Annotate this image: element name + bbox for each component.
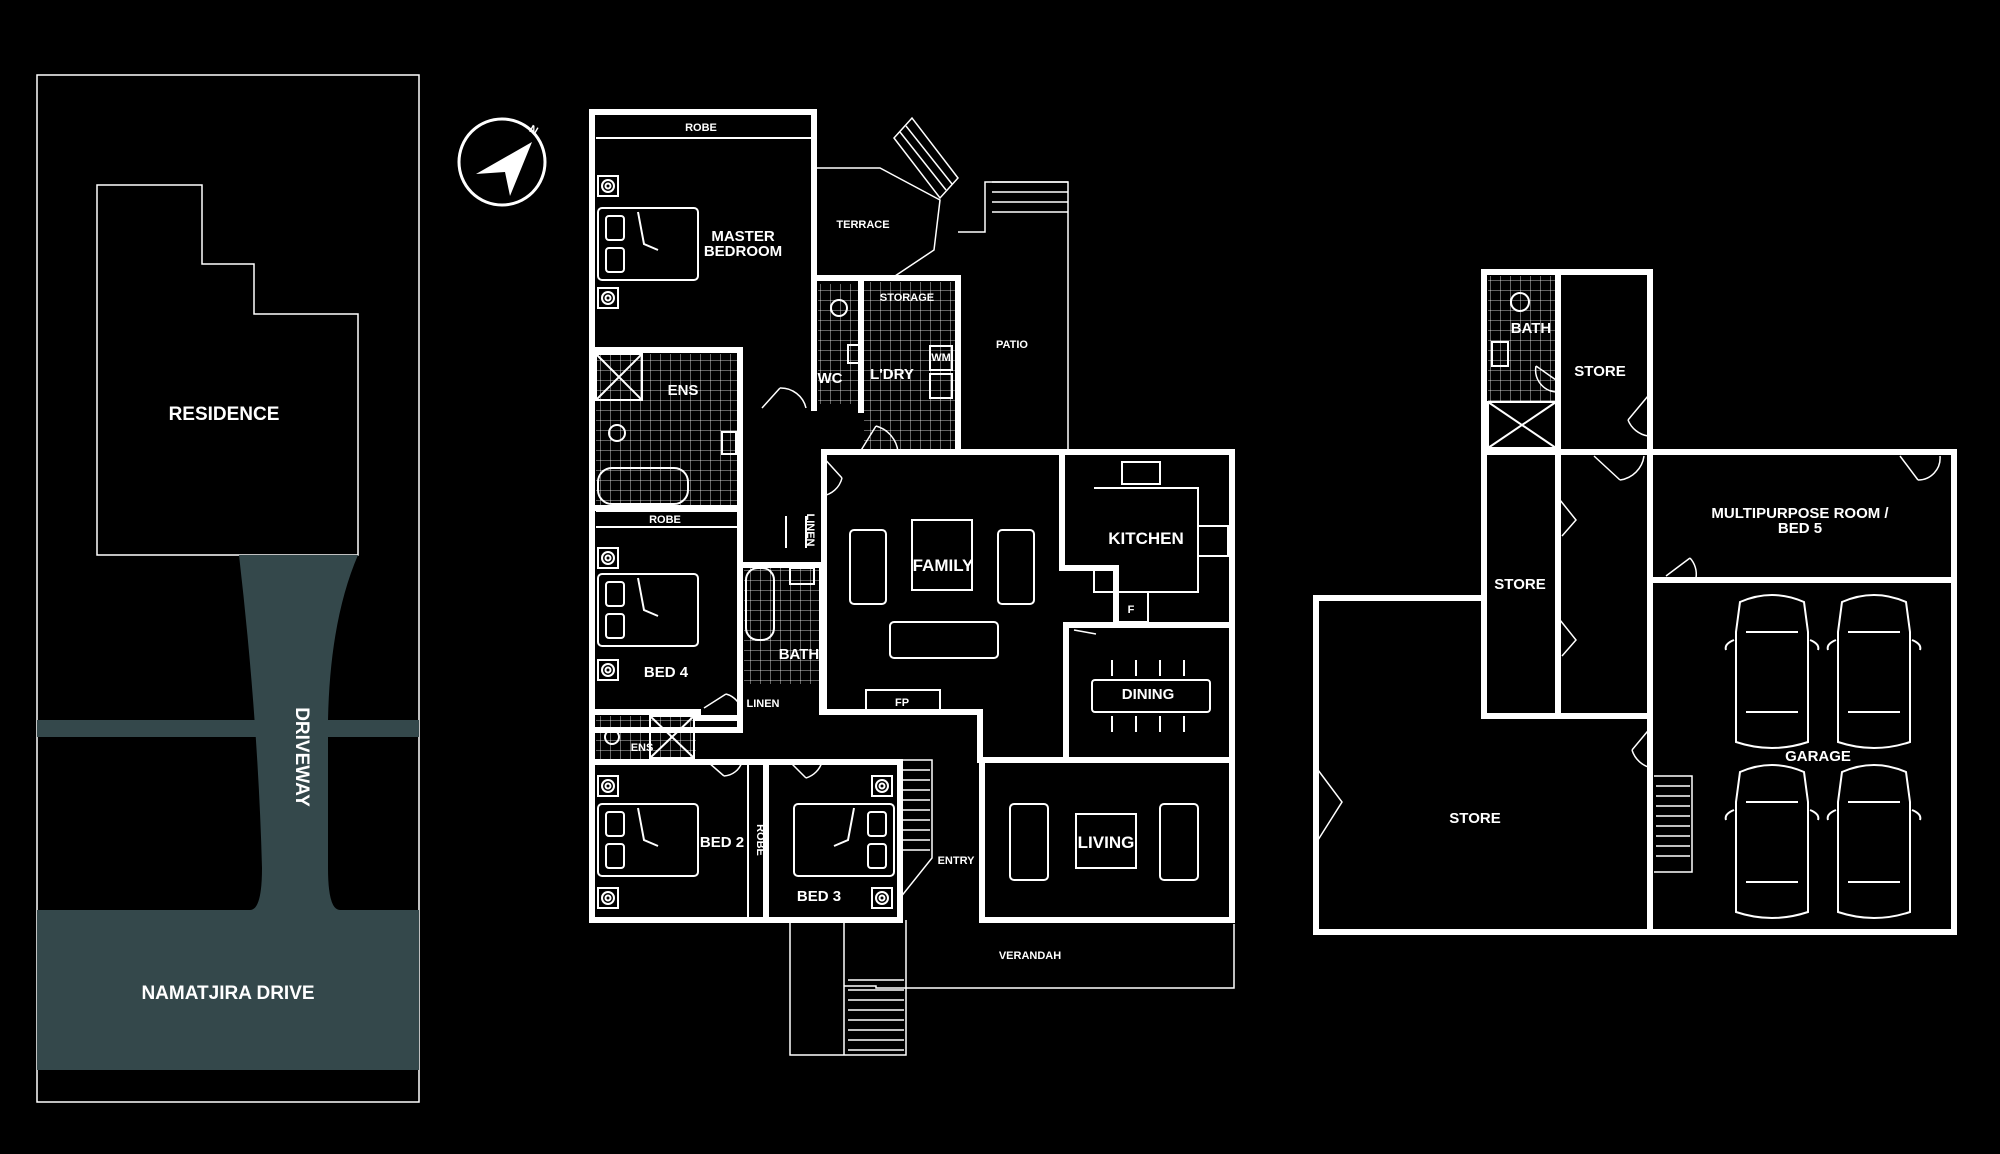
terrace-label: TERRACE [836,219,889,231]
storage-label: STORAGE [880,292,934,304]
site-boundary [36,74,420,1103]
ground-floor: ROBE MASTER BEDROOM TERRACE STORAGE PATI… [589,109,1235,1056]
street-label: NAMATJIRA DRIVE [141,983,314,1004]
lower-bath-label: BATH [1511,320,1552,337]
bath-tub [745,567,775,641]
wc-label: WC [818,370,843,387]
robe-master-label: ROBE [685,122,717,134]
robe-bed4-label: ROBE [649,514,681,526]
lower-shower [1487,401,1557,449]
bathtub [597,467,689,505]
ens-tiles [596,354,740,509]
residence-label: RESIDENCE [169,404,280,425]
patio-label: PATIO [996,339,1028,351]
robe-bed2-label: ROBE [754,824,766,856]
wm-label: WM [931,352,951,364]
living-coffee-table [1075,813,1137,869]
family-sofa [889,621,999,659]
master-bedroom-label-2: BEDROOM [704,243,782,260]
driveway-label: DRIVEWAY [291,707,312,807]
garage-label: GARAGE [1785,748,1851,765]
store-top-label: STORE [1574,363,1625,380]
fireplace [865,689,941,711]
laundry-label: L'DRY [870,366,914,383]
bed4-label: BED 4 [644,664,689,681]
master-bedroom-label-1: MASTER [711,228,775,245]
bath-label: BATH [779,646,820,663]
ens-small-label: ENS [631,742,654,754]
compass-icon: N [457,117,547,207]
cooktop [1197,525,1229,557]
ens-label: ENS [668,382,699,399]
bed2-label: BED 2 [700,834,744,851]
kitchen-label: KITCHEN [1108,529,1184,548]
fp-label: FP [895,697,909,709]
footpath [37,720,419,737]
site-plan: RESIDENCE NAMATJIRA DRIVE DRIVEWAY [36,74,420,1103]
linen-bath-label: LINEN [747,698,780,710]
shower [595,353,643,401]
store-mid-label: STORE [1494,576,1545,593]
family-coffee-table [911,519,973,591]
dining-table [1091,679,1211,713]
verandah-label: VERANDAH [999,950,1061,962]
multipurpose-label-1: MULTIPURPOSE ROOM / [1711,505,1889,522]
family-armchair-left [849,529,887,605]
family-armchair-right [997,529,1035,605]
kitchen-sink [1121,461,1161,485]
fridge [1115,591,1149,623]
ens-small-tiles [596,716,696,760]
lower-floor: BATH STORE MULTIPURPOSE ROOM / BED 5 STO… [1313,269,1957,935]
residence-outline [96,184,359,556]
bath-tiles [744,566,820,684]
compass-north-label: N [527,123,540,137]
living-label: LIVING [1078,833,1135,852]
driveway [37,555,419,1070]
linen-hall-label: LINEN [804,514,816,547]
multipurpose-label-2: BED 5 [1778,520,1822,537]
family-label: FAMILY [913,556,974,575]
fridge-label: F [1128,604,1135,616]
living-sofa-right [1159,803,1199,881]
store-big-label: STORE [1449,810,1500,827]
entry-label: ENTRY [938,855,976,867]
living-sofa-left [1009,803,1049,881]
laundry-tiles [864,282,956,452]
bed3-label: BED 3 [797,888,841,905]
lower-bath-tiles [1488,276,1556,402]
dining-label: DINING [1122,686,1175,703]
